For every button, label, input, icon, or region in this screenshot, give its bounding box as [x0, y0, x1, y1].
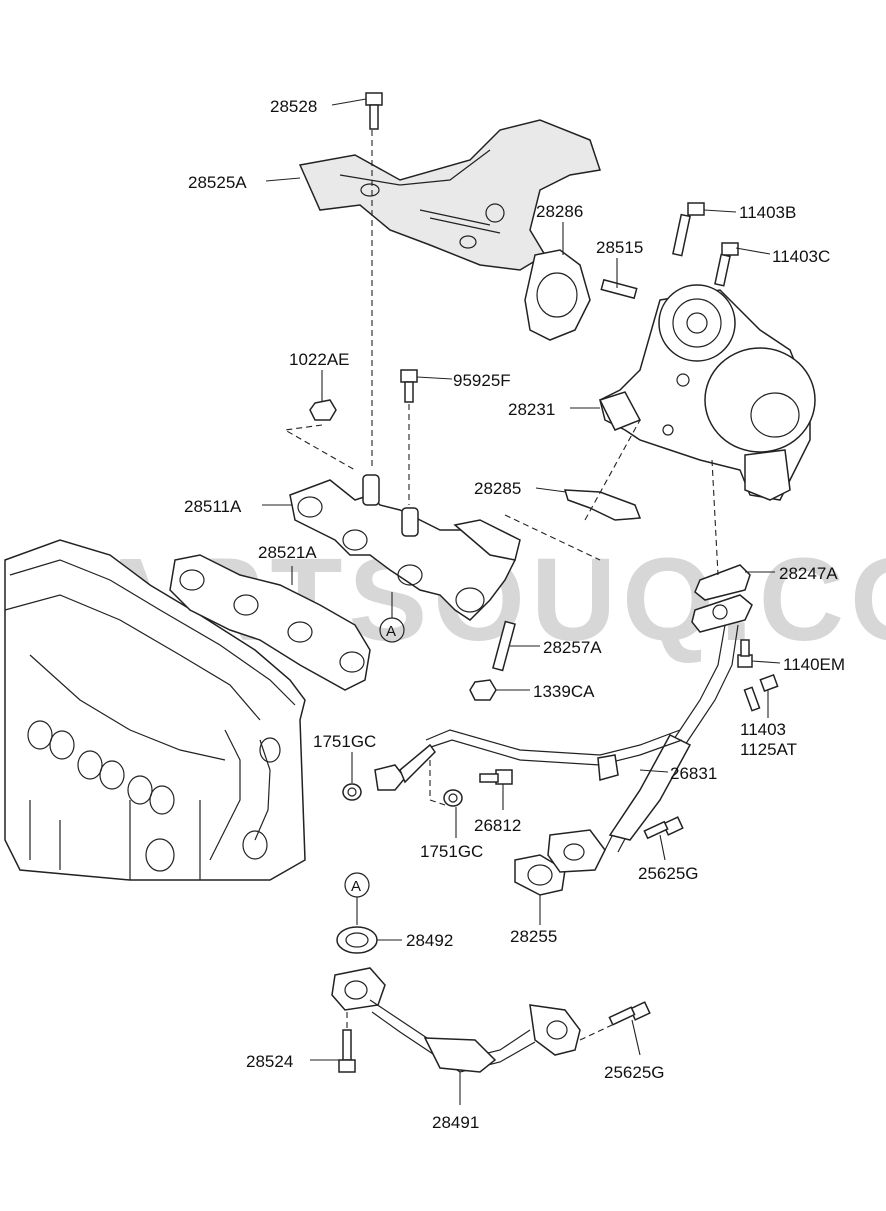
label-28285: 28285: [474, 479, 521, 498]
label-28231: 28231: [508, 400, 555, 419]
leader-lines: [262, 98, 781, 1105]
label-1125AT: 1125AT: [740, 740, 797, 759]
label-28255: 28255: [510, 927, 557, 946]
label-28286: 28286: [536, 202, 583, 221]
stud-28257A: [492, 620, 516, 672]
label-26812: 26812: [474, 816, 521, 835]
gasket-28285: [563, 489, 642, 521]
bolt-11403C: [714, 242, 739, 287]
washer-1751GC-bottom: [443, 789, 463, 807]
label-1339CA: 1339CA: [533, 682, 595, 701]
label-25625G-top: 25625G: [638, 864, 699, 883]
label-28521A: 28521A: [258, 543, 317, 562]
oil-return-flange: [547, 829, 606, 873]
label-25625G-bottom: 25625G: [604, 1063, 665, 1082]
eye-bolt-26812: [479, 769, 513, 785]
label-28525A: 28525A: [188, 173, 247, 192]
gasket-28286: [524, 249, 591, 341]
nut-1022AE: [309, 399, 337, 421]
heat-shield-28525A: [298, 119, 601, 271]
label-28515: 28515: [596, 238, 643, 257]
callout-a-manifold: A: [379, 592, 405, 643]
oil-pipe-28491: [331, 967, 581, 1073]
label-26831: 26831: [670, 764, 717, 783]
label-11403: 11403: [740, 720, 786, 739]
callout-a-label: A: [386, 623, 396, 640]
callout-a-lower-label: A: [351, 878, 361, 895]
label-1140EM: 1140EM: [783, 655, 845, 674]
oil-line-26831: [425, 624, 739, 853]
label-11403C: 11403C: [772, 247, 830, 266]
bolt-1140EM: [737, 639, 753, 668]
nut-1339CA: [469, 679, 497, 701]
gasket-28521A: [169, 554, 371, 691]
bolt-11403B: [672, 202, 705, 257]
bolt-11403-1125AT: [743, 674, 779, 712]
part-labels: 28528 28525A 28286 28515 11403B 11403C 1…: [184, 97, 845, 1132]
label-1751GC-bottom: 1751GC: [420, 842, 483, 861]
label-28247A: 28247A: [779, 564, 838, 583]
label-11403B: 11403B: [739, 203, 796, 222]
washer-1751GC-top: [342, 783, 362, 801]
banjo-fitting: [374, 743, 436, 791]
label-1751GC-top: 1751GC: [313, 732, 376, 751]
label-28492: 28492: [406, 931, 453, 950]
label-1022AE: 1022AE: [289, 350, 350, 369]
label-28257A: 28257A: [543, 638, 602, 657]
bolt-28524: [338, 1029, 356, 1073]
label-28524: 28524: [246, 1052, 293, 1071]
turbocharger-28231: [598, 284, 816, 501]
label-28491: 28491: [432, 1113, 479, 1132]
gasket-28255: [514, 854, 566, 896]
bolt-25625G-bottom: [608, 1001, 651, 1026]
bolt-95925F: [400, 369, 418, 403]
exhaust-manifold-28511A: [289, 474, 521, 621]
engine-block-drawing: [4, 539, 306, 881]
bolt-28528: [365, 92, 383, 130]
stud-28515: [600, 278, 638, 300]
gasket-28492: [336, 926, 378, 954]
label-28528: 28528: [270, 97, 317, 116]
bolt-25625G-top: [643, 816, 684, 840]
label-95925F: 95925F: [453, 371, 511, 390]
callout-a-lower: A: [344, 872, 370, 925]
flange-28247A: [691, 564, 753, 633]
label-28511A: 28511A: [184, 497, 242, 516]
